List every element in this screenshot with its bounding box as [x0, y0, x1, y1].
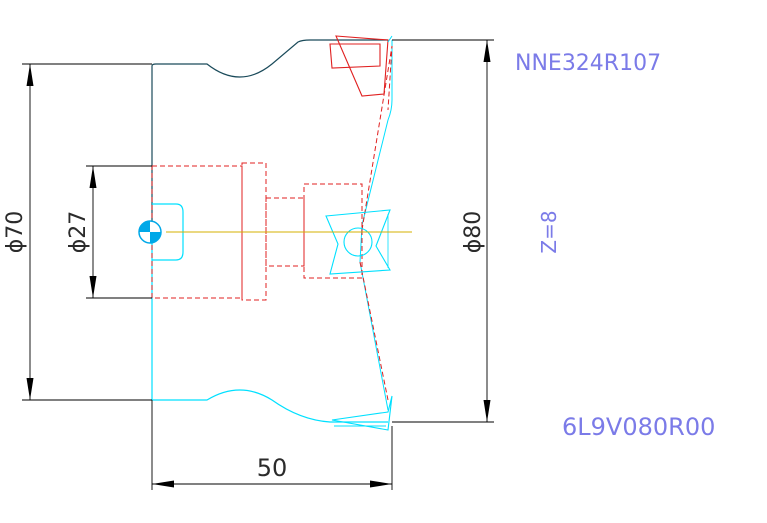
dim-80-label: ϕ80	[461, 211, 486, 254]
teeth-count-label: Z=8	[537, 210, 561, 253]
dimension-lines	[22, 39, 494, 490]
dim-50-label: 50	[257, 454, 288, 482]
dim-70-label: ϕ70	[3, 211, 28, 254]
center-insert	[325, 209, 391, 275]
tool-code-label: 6L9V080R00	[562, 413, 715, 441]
body-outline-right	[359, 40, 393, 411]
body-outline-lower	[151, 232, 388, 423]
top-insert	[329, 35, 389, 97]
dim-27-label: ϕ27	[66, 211, 91, 254]
body-outline-upper	[151, 39, 388, 232]
top-insert-accent	[387, 35, 393, 43]
part-number-label: NNE324R107	[515, 51, 661, 76]
bottom-insert	[331, 395, 393, 431]
datum-symbol	[138, 220, 162, 244]
hidden-lines	[151, 45, 393, 401]
